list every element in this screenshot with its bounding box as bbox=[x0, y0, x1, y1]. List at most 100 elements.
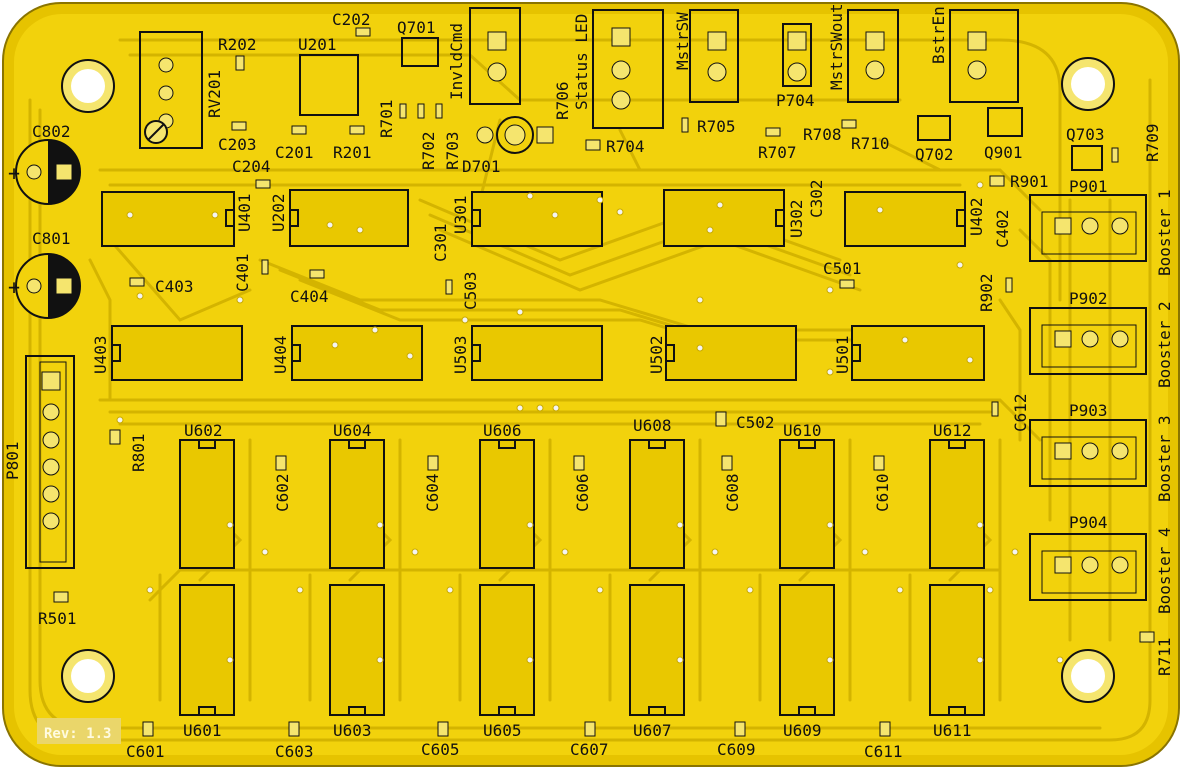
label-u605: U605 bbox=[483, 721, 522, 740]
label-q901: Q901 bbox=[984, 143, 1023, 162]
label-u201: U201 bbox=[298, 35, 337, 54]
mounting-hole bbox=[1061, 649, 1115, 703]
smd-parts bbox=[53, 27, 1155, 737]
ic-column-bottom bbox=[179, 584, 985, 716]
label-p901: P901 bbox=[1069, 177, 1108, 196]
label-u601: U601 bbox=[183, 721, 222, 740]
label-r801: R801 bbox=[129, 433, 148, 472]
label-u610: U610 bbox=[783, 421, 822, 440]
label-c404: C404 bbox=[290, 287, 329, 306]
label-r707: R707 bbox=[758, 143, 797, 162]
label-r709: R709 bbox=[1143, 123, 1162, 162]
top-components bbox=[139, 7, 1103, 171]
ic-row-1 bbox=[101, 189, 966, 247]
vias bbox=[116, 181, 1064, 664]
silkscreen-labels: C202 Q701 R202 U201 P704 R705 C203 C201 … bbox=[32, 10, 1108, 761]
rv201-outline bbox=[139, 31, 203, 149]
label-u604: U604 bbox=[333, 421, 372, 440]
label-u402: U402 bbox=[967, 197, 986, 236]
label-bstren: BstrEn bbox=[929, 6, 948, 64]
ic-column-notches bbox=[198, 439, 966, 716]
label-u404: U404 bbox=[271, 335, 290, 374]
label-u603: U603 bbox=[333, 721, 372, 740]
label-c202: C202 bbox=[332, 10, 371, 29]
label-booster-3: Booster 3 bbox=[1155, 415, 1174, 502]
label-r705: R705 bbox=[697, 117, 736, 136]
label-p902: P902 bbox=[1069, 289, 1108, 308]
label-u611: U611 bbox=[933, 721, 972, 740]
label-r703: R703 bbox=[443, 131, 462, 170]
label-d701: D701 bbox=[462, 157, 501, 176]
label-mstrswout: MstrSWout bbox=[827, 3, 846, 90]
label-u202: U202 bbox=[269, 193, 288, 232]
q701-outline bbox=[401, 37, 439, 67]
label-u608: U608 bbox=[633, 416, 672, 435]
label-p903: P903 bbox=[1069, 401, 1108, 420]
revision-label: Rev: 1.3 bbox=[44, 726, 111, 742]
q703-outline bbox=[1071, 145, 1103, 171]
label-c604: C604 bbox=[423, 473, 442, 512]
plus-icon: + bbox=[8, 275, 20, 299]
label-u609: U609 bbox=[783, 721, 822, 740]
c802-capacitor: + bbox=[8, 139, 81, 205]
mstrsw-connector bbox=[689, 9, 739, 103]
label-c401: C401 bbox=[233, 253, 252, 292]
label-booster-1: Booster 1 bbox=[1155, 189, 1174, 276]
label-u301: U301 bbox=[451, 195, 470, 234]
label-p704: P704 bbox=[776, 91, 815, 110]
label-c606: C606 bbox=[573, 473, 592, 512]
q901-outline bbox=[987, 107, 1023, 137]
label-c611: C611 bbox=[864, 742, 903, 761]
booster-connectors bbox=[1029, 194, 1147, 601]
label-c403: C403 bbox=[155, 277, 194, 296]
label-c201: C201 bbox=[275, 143, 314, 162]
label-p904: P904 bbox=[1069, 513, 1108, 532]
label-c203: C203 bbox=[218, 135, 257, 154]
label-u501: U501 bbox=[833, 335, 852, 374]
ic-column-top bbox=[179, 439, 985, 569]
p903-connector bbox=[1029, 419, 1147, 487]
label-u403: U403 bbox=[91, 335, 110, 374]
label-u503: U503 bbox=[451, 335, 470, 374]
label-u502: U502 bbox=[647, 335, 666, 374]
invldcmd-connector bbox=[469, 7, 521, 105]
label-c501: C501 bbox=[823, 259, 862, 278]
label-c605: C605 bbox=[421, 740, 460, 759]
p904-connector bbox=[1029, 533, 1147, 601]
label-r501: R501 bbox=[38, 609, 77, 628]
connector-pads bbox=[144, 27, 987, 154]
label-u302: U302 bbox=[787, 199, 806, 238]
label-c609: C609 bbox=[717, 740, 756, 759]
label-c601: C601 bbox=[126, 742, 165, 761]
label-booster-4: Booster 4 bbox=[1155, 527, 1174, 614]
ic-notches bbox=[111, 209, 966, 362]
label-r701: R701 bbox=[377, 99, 396, 138]
label-r708: R708 bbox=[803, 125, 842, 144]
label-booster-2: Booster 2 bbox=[1155, 301, 1174, 388]
label-r710: R710 bbox=[851, 134, 890, 153]
label-q702: Q702 bbox=[915, 145, 954, 164]
label-c612: C612 bbox=[1011, 393, 1030, 432]
label-c301: C301 bbox=[431, 223, 450, 262]
label-r706: R706 bbox=[553, 81, 572, 120]
status-led-connector bbox=[592, 9, 664, 129]
label-c607: C607 bbox=[570, 740, 609, 759]
label-r901: R901 bbox=[1010, 172, 1049, 191]
mstrswout-connector bbox=[847, 9, 899, 103]
label-q703: Q703 bbox=[1066, 125, 1105, 144]
u201-outline bbox=[299, 54, 359, 116]
label-u612: U612 bbox=[933, 421, 972, 440]
label-u401: U401 bbox=[235, 193, 254, 232]
label-mstrsw: MstrSW bbox=[673, 12, 692, 70]
mounting-hole bbox=[1061, 57, 1115, 111]
label-r704: R704 bbox=[606, 137, 645, 156]
label-rv201: RV201 bbox=[205, 70, 224, 118]
label-p801: P801 bbox=[3, 441, 22, 480]
label-c603: C603 bbox=[275, 742, 314, 761]
label-r711: R711 bbox=[1155, 637, 1174, 676]
revision-badge bbox=[37, 718, 121, 744]
label-c610: C610 bbox=[873, 473, 892, 512]
ic-row-2 bbox=[111, 325, 985, 381]
label-c502: C502 bbox=[736, 413, 775, 432]
